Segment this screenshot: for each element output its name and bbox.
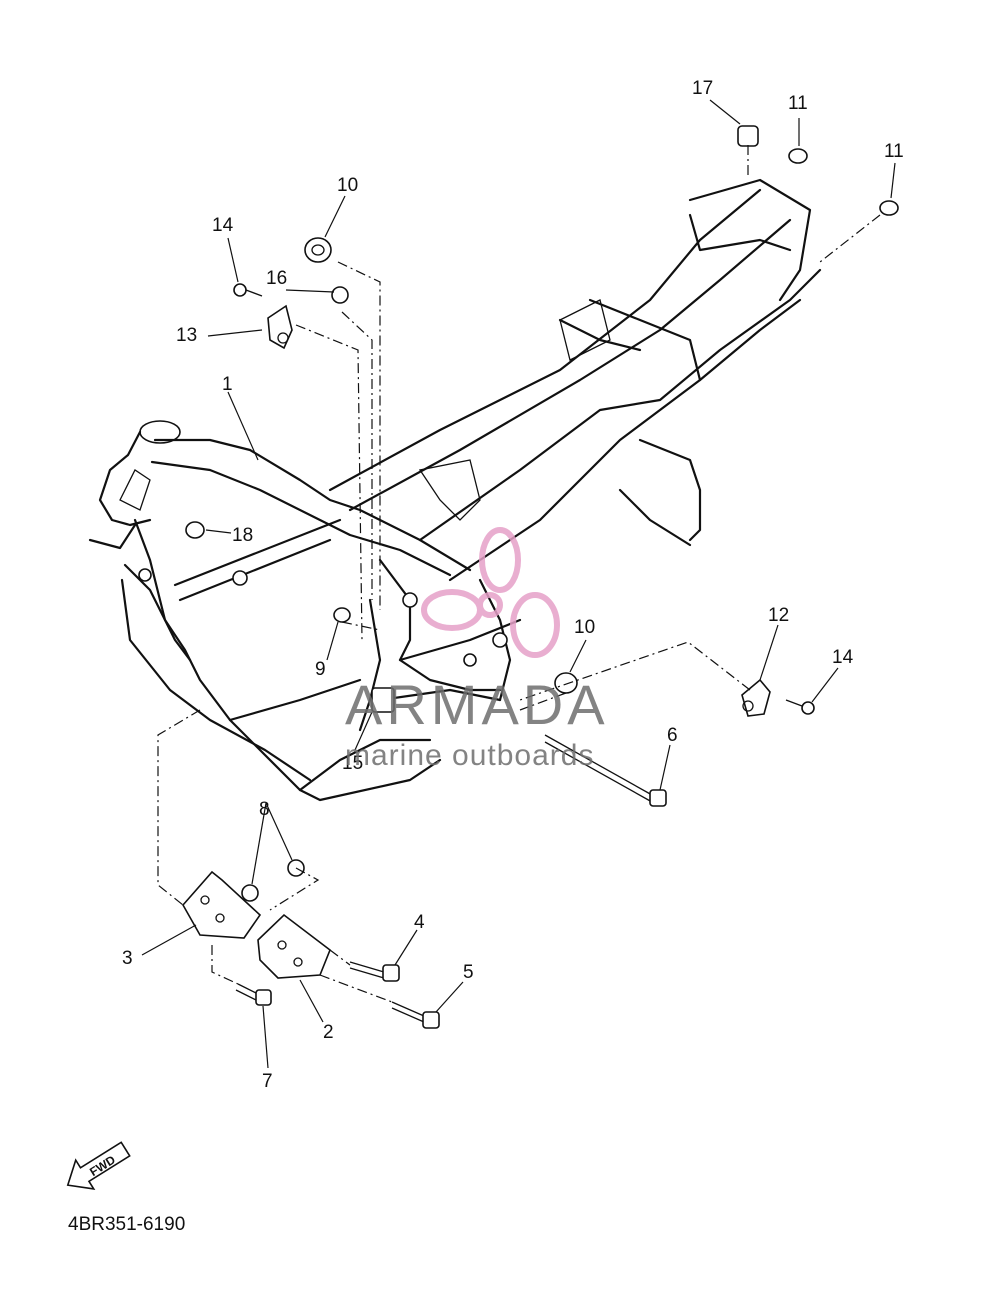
part-8-nuts	[241, 859, 305, 902]
callout-7: 7	[262, 1071, 273, 1092]
fwd-arrow-icon: FWD	[66, 1141, 131, 1190]
part-2-plate	[257, 913, 331, 979]
callout-12: 12	[768, 605, 789, 626]
callout-17: 17	[692, 78, 713, 99]
assembly-lines	[157, 145, 881, 1003]
callout-18: 18	[232, 525, 253, 546]
callout-10-lower: 10	[574, 617, 595, 638]
part-7-bolt	[235, 983, 272, 1006]
callout-15: 15	[342, 753, 363, 774]
callout-1: 1	[222, 374, 233, 395]
watermark-logo-icon	[421, 527, 560, 658]
callout-11-right: 11	[884, 141, 904, 162]
watermark: ARMADA marine outboards	[345, 527, 609, 772]
watermark-tagline: marine outboards	[345, 739, 594, 772]
callout-10-upper: 10	[337, 175, 358, 196]
callout-2: 2	[323, 1022, 334, 1043]
part-9-nut	[333, 607, 351, 623]
part-14-screw-upper	[233, 283, 263, 297]
callout-9: 9	[315, 659, 326, 680]
callouts: 1 2 3 4 5 6 7 8 9 10 10 11 11 12 13 14 1…	[122, 78, 904, 1092]
callout-6: 6	[667, 725, 678, 746]
part-12-bracket	[741, 678, 771, 717]
callout-11-upper: 11	[788, 93, 808, 114]
callout-16: 16	[266, 268, 287, 289]
part-11-cap-right	[879, 200, 899, 216]
part-4-bolt	[349, 961, 400, 982]
callout-5: 5	[463, 962, 474, 983]
main-frame	[88, 178, 822, 802]
part-6-long-bolt	[544, 734, 667, 807]
part-10-grommet-upper	[304, 237, 332, 263]
part-5-bolt	[391, 1001, 440, 1029]
callout-3: 3	[122, 948, 133, 969]
part-14-screw-right	[785, 699, 815, 715]
part-11-cap-upper	[788, 148, 808, 164]
leader-lines	[141, 99, 896, 1069]
part-13-bracket	[267, 304, 293, 350]
part-15-collar	[371, 687, 395, 713]
diagram-code: 4BR351-6190	[68, 1214, 186, 1235]
watermark-brand: ARMADA	[345, 673, 609, 736]
part-3-plate	[182, 870, 262, 939]
callout-14-upper: 14	[212, 215, 234, 236]
part-16-nut	[331, 286, 349, 304]
part-17-damper	[737, 125, 759, 147]
callout-4: 4	[414, 912, 425, 933]
callout-13: 13	[176, 325, 197, 346]
callout-8: 8	[259, 799, 270, 820]
part-18-clamp	[185, 521, 205, 539]
callout-14-right: 14	[832, 647, 854, 668]
